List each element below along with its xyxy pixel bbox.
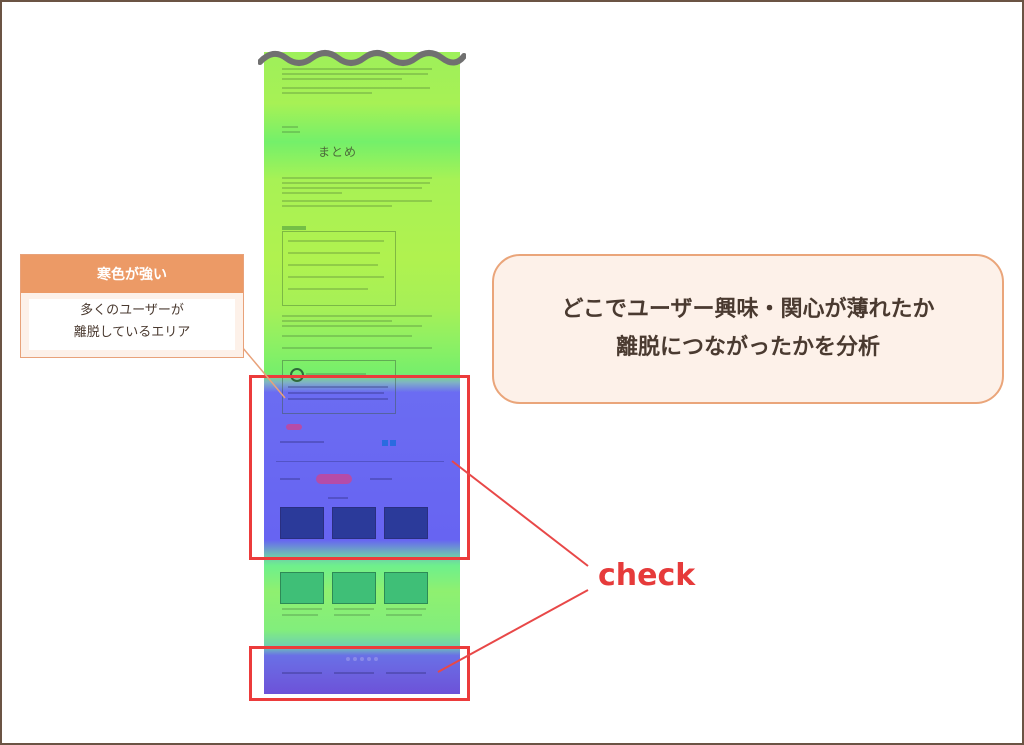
page-heading: まとめ: [318, 145, 358, 159]
callout-line-2: 離脱しているエリア: [73, 325, 191, 340]
check-label: check: [598, 558, 696, 593]
callout-title: 寒色が強い: [21, 255, 243, 293]
highlight-box-bottom: [249, 646, 470, 701]
callout-body: 多くのユーザーが 離脱しているエリア: [29, 299, 235, 350]
analysis-line-2: 離脱につながったかを分析: [615, 335, 880, 360]
wavy-top-edge-icon: [258, 50, 466, 66]
analysis-line-1: どこでユーザー興味・関心が薄れたか: [561, 297, 935, 322]
cold-color-callout: 寒色が強い 多くのユーザーが 離脱しているエリア: [20, 254, 244, 358]
highlight-box-middle: [249, 375, 470, 560]
analysis-callout: どこでユーザー興味・関心が薄れたか 離脱につながったかを分析: [492, 254, 1004, 404]
callout-line-1: 多くのユーザーが: [80, 303, 184, 318]
